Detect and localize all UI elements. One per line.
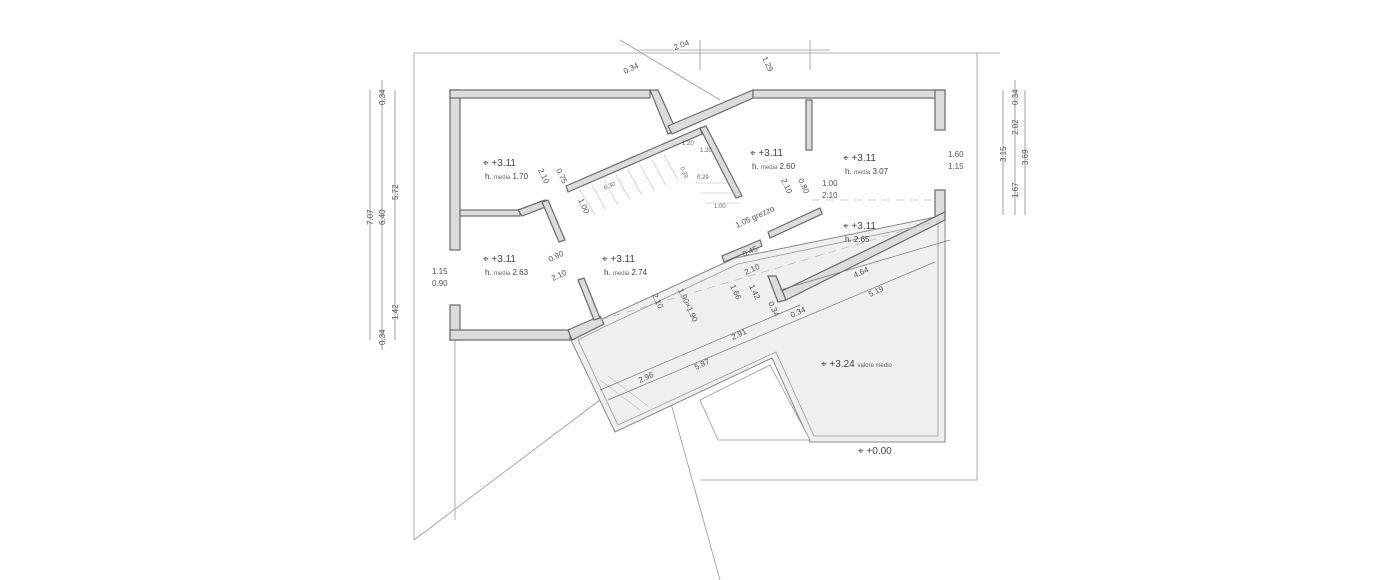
terrace-label: ⌖ +3.24 valore medio xyxy=(821,359,893,370)
svg-text:1.29: 1.29 xyxy=(760,55,775,73)
svg-text:h. media 2.74: h. media 2.74 xyxy=(604,268,648,277)
svg-text:h. 2.65: h. 2.65 xyxy=(845,235,870,244)
svg-text:0.80: 0.80 xyxy=(796,177,811,195)
svg-text:2.10: 2.10 xyxy=(536,167,551,185)
svg-text:0.75: 0.75 xyxy=(554,167,569,185)
svg-text:3.69: 3.69 xyxy=(1021,149,1030,165)
svg-text:5.72: 5.72 xyxy=(391,184,400,200)
svg-text:h. media 2.63: h. media 2.63 xyxy=(485,268,529,277)
svg-text:⌖ +3.24 valore medio: ⌖ +3.24 valore medio xyxy=(821,359,893,370)
room-label: ⌖ +3.11 h. media 3.07 xyxy=(843,153,889,176)
svg-text:1.05 grezzo: 1.05 grezzo xyxy=(734,204,776,230)
svg-text:1.20: 1.20 xyxy=(682,141,694,147)
room-label: ⌖ +3.11 h. media 2.74 xyxy=(602,254,648,277)
svg-text:1.15: 1.15 xyxy=(432,267,448,276)
svg-text:7.07: 7.07 xyxy=(366,209,375,225)
svg-text:⌖ +3.11: ⌖ +3.11 xyxy=(843,221,876,232)
room-label: ⌖ +3.11 h. media 1.70 xyxy=(483,158,529,181)
walls xyxy=(449,89,946,341)
svg-text:3.15: 3.15 xyxy=(999,146,1008,162)
svg-text:0.29: 0.29 xyxy=(678,166,689,180)
stair-dimensions: 1.20 1.20 0.30 0.29 0.29 1.00 xyxy=(603,141,726,210)
site-boundary xyxy=(413,39,1000,580)
svg-text:0.34: 0.34 xyxy=(622,61,640,76)
svg-text:0.34: 0.34 xyxy=(1011,89,1020,105)
svg-text:1.00: 1.00 xyxy=(822,179,838,188)
svg-text:1.15: 1.15 xyxy=(948,162,964,171)
svg-text:h. media 1.70: h. media 1.70 xyxy=(485,172,529,181)
svg-text:1.00: 1.00 xyxy=(576,197,591,215)
stair xyxy=(579,154,740,411)
svg-text:h. media 3.07: h. media 3.07 xyxy=(845,167,889,176)
terrace xyxy=(569,214,946,443)
svg-text:⌖ +3.11: ⌖ +3.11 xyxy=(602,254,635,265)
svg-text:0.34: 0.34 xyxy=(378,89,387,105)
svg-text:h. media 2.60: h. media 2.60 xyxy=(752,162,796,171)
top-dimensions: 0.34 2.04 1.29 xyxy=(622,38,775,76)
left-dimensions: 7.07 6.40 0.34 0.34 5.72 1.42 xyxy=(366,80,400,350)
svg-text:2.02: 2.02 xyxy=(1011,119,1020,135)
svg-text:0.34: 0.34 xyxy=(378,329,387,345)
stair-down xyxy=(699,364,811,441)
svg-text:1.67: 1.67 xyxy=(1011,182,1020,198)
svg-text:1.00: 1.00 xyxy=(714,204,726,210)
svg-text:⌖ +0.00: ⌖ +0.00 xyxy=(858,446,892,457)
svg-text:0.90: 0.90 xyxy=(547,249,565,264)
svg-text:0.90: 0.90 xyxy=(432,279,448,288)
svg-text:6.40: 6.40 xyxy=(378,209,387,225)
room-label: ⌖ +3.11 h. media 2.60 xyxy=(750,148,796,171)
room-label: ⌖ +3.11 h. media 2.63 xyxy=(483,254,529,277)
svg-text:⌖ +3.11: ⌖ +3.11 xyxy=(843,153,876,164)
svg-text:⌖ +3.11: ⌖ +3.11 xyxy=(483,158,516,169)
svg-text:0.30: 0.30 xyxy=(603,181,617,192)
svg-text:0.29: 0.29 xyxy=(697,175,709,181)
right-dimensions: 0.34 2.02 3.15 1.67 3.69 xyxy=(999,80,1030,215)
svg-text:1.60: 1.60 xyxy=(948,150,964,159)
svg-text:⌖ +3.11: ⌖ +3.11 xyxy=(483,254,516,265)
svg-text:2.10: 2.10 xyxy=(822,191,838,200)
svg-text:1.42: 1.42 xyxy=(391,304,400,320)
svg-text:2.10: 2.10 xyxy=(779,177,794,195)
room-label: ⌖ +3.11 h. 2.65 xyxy=(843,221,876,244)
svg-text:1.20: 1.20 xyxy=(700,148,712,154)
ground-level-label: ⌖ +0.00 xyxy=(858,446,892,457)
svg-text:2.10: 2.10 xyxy=(550,268,568,283)
svg-text:⌖ +3.11: ⌖ +3.11 xyxy=(750,148,783,159)
